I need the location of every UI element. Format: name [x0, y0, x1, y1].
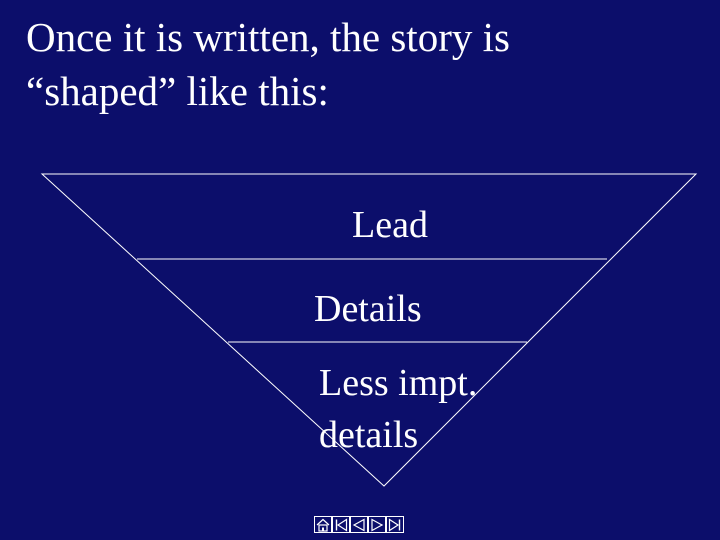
slide-navigation-bar: [314, 516, 404, 535]
slide-title-line-2: “shaped” like this:: [26, 68, 329, 114]
last-slide-button[interactable]: [386, 516, 404, 533]
next-slide-button[interactable]: [368, 516, 386, 533]
tier-label-details: Details: [314, 288, 422, 330]
slide-title-line-1: Once it is written, the story is: [26, 14, 510, 60]
home-button[interactable]: [314, 516, 332, 533]
tier-label-less-line-2: details: [319, 414, 419, 456]
next-slide-icon: [371, 517, 384, 532]
tier-label-lead: Lead: [352, 204, 428, 246]
tier-label-less-important-details: Less impt. details: [319, 357, 477, 461]
first-slide-icon: [335, 517, 348, 532]
slide-title: Once it is written, the story is “shaped…: [26, 10, 686, 118]
tier-label-less-line-1: Less impt.: [319, 362, 478, 404]
first-slide-button[interactable]: [332, 516, 350, 533]
home-icon: [316, 518, 330, 532]
previous-slide-icon: [352, 517, 365, 532]
pyramid-outline: [40, 173, 698, 487]
last-slide-icon: [388, 517, 401, 532]
previous-slide-button[interactable]: [350, 516, 368, 533]
